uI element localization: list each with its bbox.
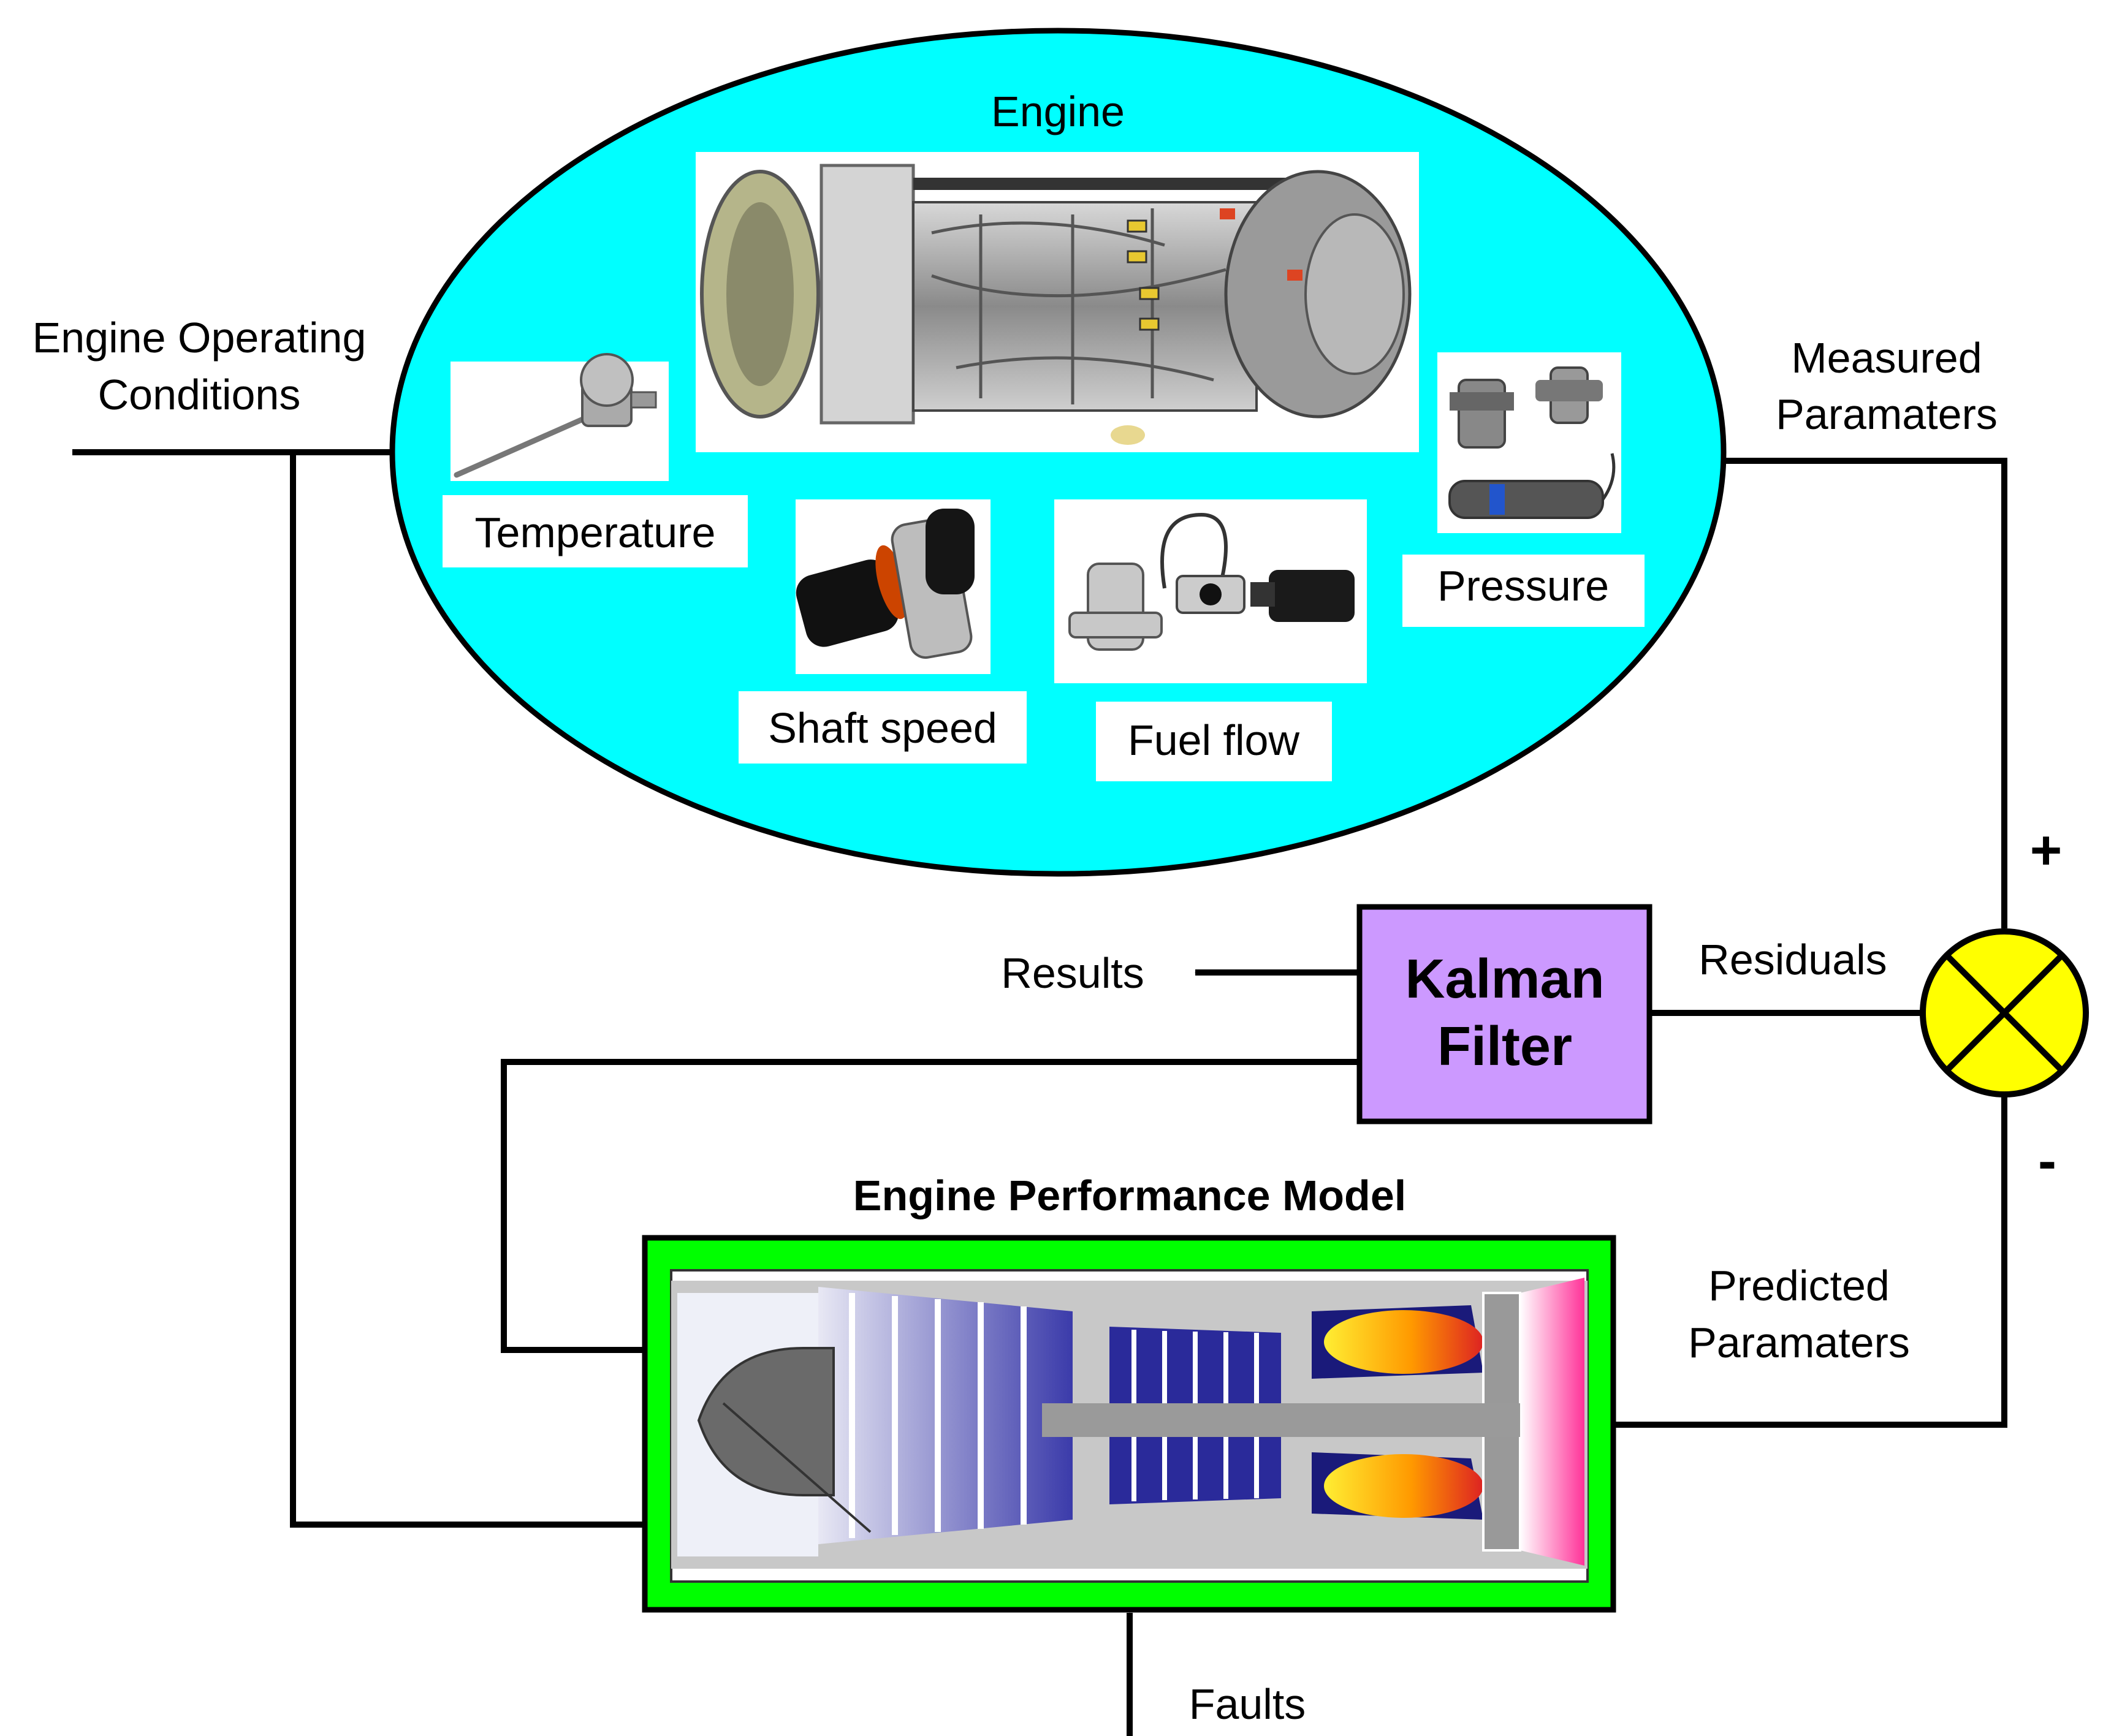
temperature-sensor <box>451 353 669 481</box>
model-title: Engine Performance Model <box>853 1172 1406 1219</box>
operating-conditions-label-line1: Engine Operating <box>32 314 367 362</box>
fuel-flow-label: Fuel flow <box>1128 716 1300 764</box>
kalman-filter-block: Kalman Filter <box>1356 904 1652 1124</box>
measured-to-sum-arrow <box>1724 458 2007 929</box>
predicted-label-line2: Paramaters <box>1688 1319 1910 1366</box>
residuals-flow: Residuals <box>1651 936 1923 1016</box>
engine-performance-model: Engine Performance Model <box>642 1172 1616 1613</box>
measured-label-line1: Measured <box>1791 334 1982 382</box>
measured-parameters-flow: Measured Paramaters + <box>1724 334 2063 929</box>
conditions-to-model-arrow <box>290 452 643 1528</box>
predicted-label-line1: Predicted <box>1708 1262 1890 1310</box>
kalman-label-line2: Filter <box>1437 1016 1572 1077</box>
results-flow: Results <box>1001 949 1360 997</box>
shaft-speed-sensor <box>796 499 991 674</box>
results-label: Results <box>1001 949 1144 997</box>
engine-title: Engine <box>991 88 1125 135</box>
plus-sign: + <box>2030 820 2063 881</box>
predicted-to-sum-arrow <box>1613 1096 2007 1428</box>
faults-flow: Faults <box>1127 1612 1306 1736</box>
kalman-to-model-arrow <box>501 1059 1360 1353</box>
predicted-parameters-flow: Predicted Paramaters - <box>1613 1096 2056 1428</box>
measured-label-line2: Paramaters <box>1776 390 1998 438</box>
minus-sign: - <box>2038 1131 2056 1192</box>
temperature-label: Temperature <box>475 509 716 556</box>
residuals-label: Residuals <box>1698 936 1887 984</box>
pressure-label: Pressure <box>1437 562 1609 610</box>
operating-conditions-label-line2: Conditions <box>98 371 301 419</box>
turbine-cross-section <box>670 1269 1589 1583</box>
shaft-speed-label-box <box>739 691 1027 764</box>
summing-junction <box>1920 928 2089 1097</box>
pressure-sensor <box>1437 352 1621 533</box>
fuel-flow-sensor <box>1054 499 1367 683</box>
pressure-label-box <box>1402 555 1645 627</box>
engine-block: Engine <box>389 28 1727 877</box>
engine-photo <box>696 152 1419 452</box>
kalman-label-line1: Kalman <box>1405 949 1604 1010</box>
faults-label: Faults <box>1189 1680 1306 1728</box>
shaft-speed-label: Shaft speed <box>768 704 997 752</box>
operating-conditions-flow: Engine Operating Conditions <box>32 314 643 1528</box>
temperature-label-box <box>443 495 748 567</box>
fuel-flow-label-box <box>1096 702 1332 781</box>
